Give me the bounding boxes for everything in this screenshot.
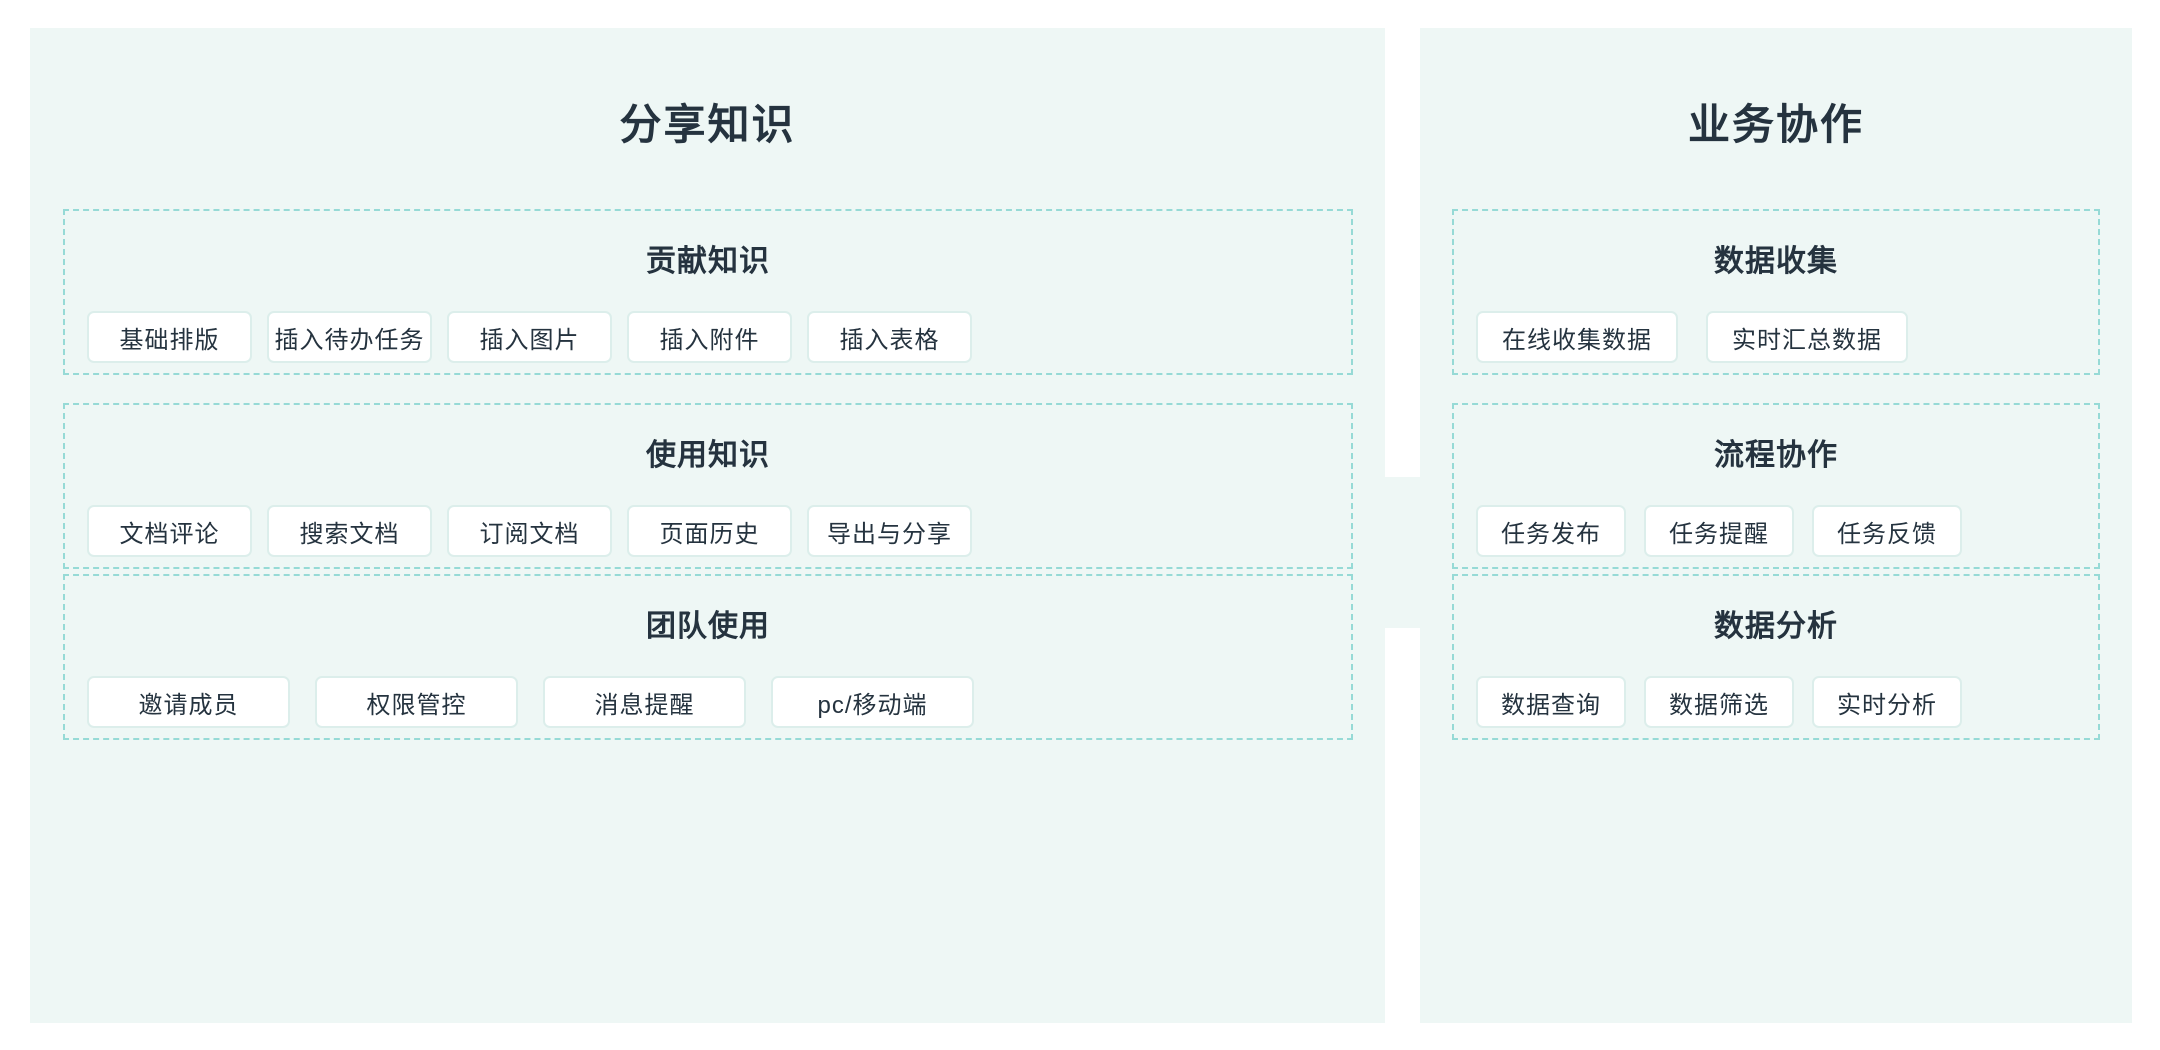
section-title-data-collection: 数据收集 [1714, 245, 1838, 278]
panel-title-business-collaboration: 业务协作 [1687, 101, 1864, 148]
chip-document-comment[interactable]: 文档评论 [87, 505, 252, 557]
section-data-collection: 数据收集 在线收集数据 实时汇总数据 [1452, 209, 2100, 375]
chip-export-and-share[interactable]: 导出与分享 [807, 505, 972, 557]
chip-data-filter[interactable]: 数据筛选 [1644, 676, 1794, 728]
chip-invite-member[interactable]: 邀请成员 [87, 676, 290, 728]
chip-insert-todo-task[interactable]: 插入待办任务 [267, 311, 432, 363]
chip-row-data-collection: 在线收集数据 实时汇总数据 [1476, 311, 2076, 363]
chip-data-query[interactable]: 数据查询 [1476, 676, 1626, 728]
chip-realtime-analysis[interactable]: 实时分析 [1812, 676, 1962, 728]
panel-share-knowledge: 分享知识 贡献知识 基础排版 插入待办任务 插入图片 插入附件 插入表格 使用知… [30, 28, 1385, 1023]
chip-row-contribute-knowledge: 基础排版 插入待办任务 插入图片 插入附件 插入表格 [87, 311, 1329, 363]
section-title-team-usage: 团队使用 [646, 610, 770, 643]
section-title-process-collaboration: 流程协作 [1714, 439, 1838, 472]
chip-basic-typesetting[interactable]: 基础排版 [87, 311, 252, 363]
chip-message-reminder[interactable]: 消息提醒 [543, 676, 746, 728]
chip-row-team-usage: 邀请成员 权限管控 消息提醒 pc/移动端 [87, 676, 1329, 728]
panel-connector-band [1380, 477, 1425, 628]
chip-insert-table[interactable]: 插入表格 [807, 311, 972, 363]
section-title-data-analysis: 数据分析 [1714, 610, 1838, 643]
section-title-use-knowledge: 使用知识 [646, 439, 770, 472]
chip-row-data-analysis: 数据查询 数据筛选 实时分析 [1476, 676, 2076, 728]
chip-online-data-collection[interactable]: 在线收集数据 [1476, 311, 1678, 363]
chip-subscribe-document[interactable]: 订阅文档 [447, 505, 612, 557]
panel-title-share-knowledge: 分享知识 [619, 101, 796, 148]
chip-row-use-knowledge: 文档评论 搜索文档 订阅文档 页面历史 导出与分享 [87, 505, 1329, 557]
section-data-analysis: 数据分析 数据查询 数据筛选 实时分析 [1452, 574, 2100, 740]
section-team-usage: 团队使用 邀请成员 权限管控 消息提醒 pc/移动端 [63, 574, 1353, 740]
chip-insert-image[interactable]: 插入图片 [447, 311, 612, 363]
chip-search-document[interactable]: 搜索文档 [267, 505, 432, 557]
section-title-contribute-knowledge: 贡献知识 [646, 245, 770, 278]
chip-pc-mobile[interactable]: pc/移动端 [771, 676, 974, 728]
chip-task-publish[interactable]: 任务发布 [1476, 505, 1626, 557]
chip-realtime-data-summary[interactable]: 实时汇总数据 [1706, 311, 1908, 363]
section-use-knowledge: 使用知识 文档评论 搜索文档 订阅文档 页面历史 导出与分享 [63, 403, 1353, 569]
chip-task-reminder[interactable]: 任务提醒 [1644, 505, 1794, 557]
section-process-collaboration: 流程协作 任务发布 任务提醒 任务反馈 [1452, 403, 2100, 569]
chip-insert-attachment[interactable]: 插入附件 [627, 311, 792, 363]
chip-permission-control[interactable]: 权限管控 [315, 676, 518, 728]
chip-row-process-collaboration: 任务发布 任务提醒 任务反馈 [1476, 505, 2076, 557]
chip-task-feedback[interactable]: 任务反馈 [1812, 505, 1962, 557]
panel-business-collaboration: 业务协作 数据收集 在线收集数据 实时汇总数据 流程协作 任务发布 任务提醒 任… [1420, 28, 2132, 1023]
section-contribute-knowledge: 贡献知识 基础排版 插入待办任务 插入图片 插入附件 插入表格 [63, 209, 1353, 375]
chip-page-history[interactable]: 页面历史 [627, 505, 792, 557]
